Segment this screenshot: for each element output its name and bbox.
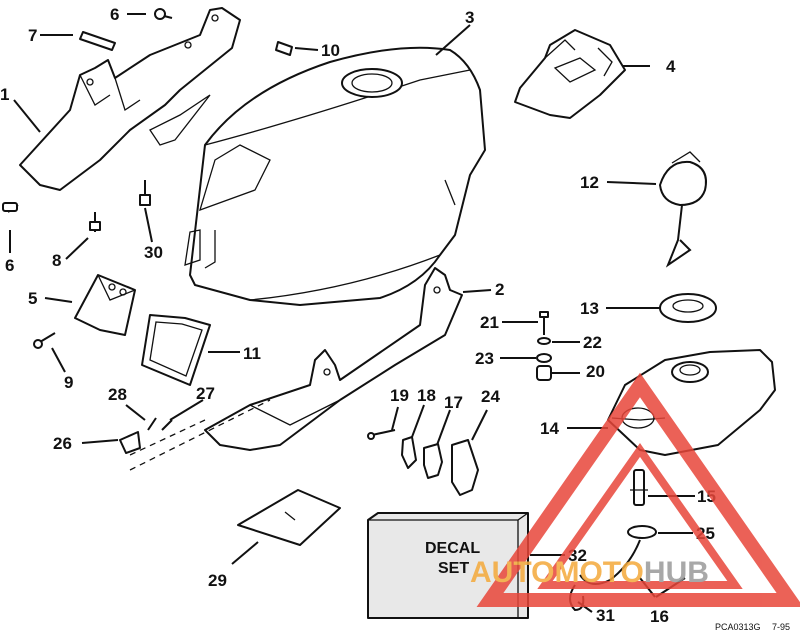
part-5-bracket [74,274,136,336]
callout-8: 8 [52,251,61,270]
callout-21: 21 [480,313,499,332]
part-1-cover-bracket [19,7,241,191]
callout-10: 10 [321,41,340,60]
callout-6-left: 6 [5,256,14,275]
callout-18: 18 [417,386,436,405]
callout-13: 13 [580,299,599,318]
watermark-text-auto: AUTO [470,556,554,589]
part-10-sleeve [275,41,293,56]
part-8-screw [89,212,101,232]
callout-1: 1 [0,85,9,104]
part-9-screw [33,332,56,349]
callout-27: 27 [196,384,215,403]
part-21-bolt [539,311,549,335]
svg-text:AUTOMOTOHUB: AUTOMOTOHUB [470,556,709,589]
watermark-logo: AUTOMOTOHUB [470,372,800,607]
part-12-filler-cap [659,151,707,268]
callout-4: 4 [666,57,676,76]
footer-date: 7-95 [772,622,790,632]
watermark-text-moto: MOTO [554,556,643,589]
part-29-decal-pad [237,489,341,546]
callout-16: 16 [650,607,669,626]
part-23-nut [536,353,552,363]
part-17-clip [423,443,443,479]
part-30-screw [139,180,151,206]
part-3-engine-cover [184,46,486,306]
callout-6-top: 6 [110,5,119,24]
callout-11: 11 [243,344,261,363]
callout-9: 9 [64,373,73,392]
callout-30: 30 [144,243,163,262]
part-26-28-27-latch [119,399,271,471]
part-24-bumper [451,439,479,496]
callout-12: 12 [580,173,599,192]
part-15-fitting [630,469,648,506]
callout-2: 2 [495,280,504,299]
callout-19: 19 [390,386,409,405]
part-18-clip [401,436,417,469]
callout-24: 24 [481,387,500,406]
part-11-seal [141,314,211,386]
callout-labels: 1 2 3 4 5 6 6 7 8 9 10 11 12 13 14 15 16… [0,5,716,626]
part-13-gasket [659,293,717,323]
part-6-screw-top [154,8,173,20]
callout-23: 23 [475,349,494,368]
part-20-bushing [536,365,552,381]
callout-3: 3 [465,8,474,27]
callout-29: 29 [208,571,227,590]
part-4-hinge-bracket [514,29,626,119]
part-2-cover-bracket [204,267,463,451]
part-14-fuel-tank [607,349,776,456]
part-7-strip [79,31,116,51]
footer-reference: PCA0313G 7-95 [715,622,790,632]
part-19-screw [367,429,396,440]
callout-28: 28 [108,385,127,404]
decal-label-line1: DECAL [425,540,480,557]
part-25-clamp [627,525,657,539]
callout-14: 14 [540,419,559,438]
callout-17: 17 [444,393,463,412]
callout-5: 5 [28,289,37,308]
part-6-screw-left [2,202,19,213]
callout-26: 26 [53,434,72,453]
callout-7: 7 [28,26,37,45]
callout-31: 31 [596,606,615,625]
watermark-text-hub: HUB [644,556,709,589]
callout-22: 22 [583,333,602,352]
part-22-washer [537,337,551,345]
footer-code: PCA0313G [715,622,761,632]
decal-label-line2: SET [438,560,469,577]
callout-20: 20 [586,362,605,381]
